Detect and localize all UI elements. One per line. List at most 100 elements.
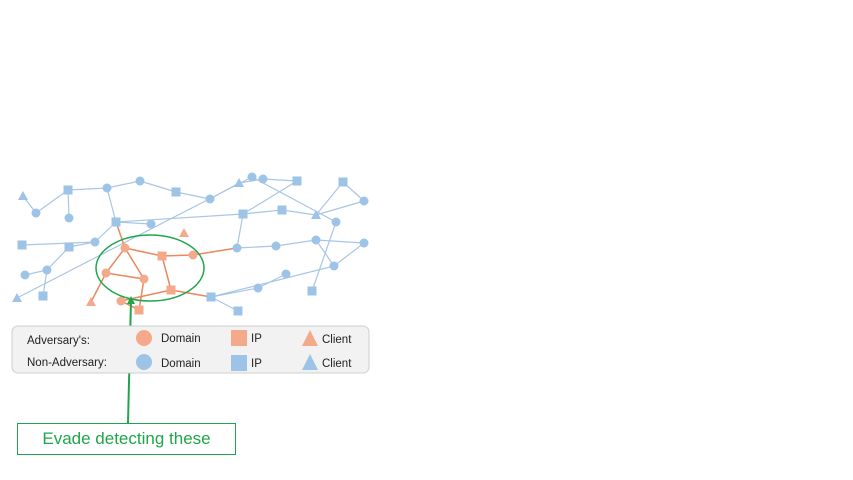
evade-callout-box: Evade detecting these xyxy=(17,423,236,455)
normal-ip-node xyxy=(38,291,48,301)
normal-edge xyxy=(251,176,337,223)
normal-edge xyxy=(262,178,298,182)
legend-normal-ip-label: IP xyxy=(251,358,262,370)
normal-domain-node xyxy=(232,243,242,253)
normal-client-node xyxy=(311,210,321,219)
legend-non-adversary-label: Non-Adversary: xyxy=(27,357,107,369)
normal-edge xyxy=(281,209,317,216)
normal-edge xyxy=(315,181,344,216)
normal-edge xyxy=(115,221,152,225)
adversary-edge xyxy=(170,289,212,298)
normal-domain-node xyxy=(42,265,52,275)
normal-ip-node xyxy=(17,240,27,250)
adversary-edge xyxy=(161,255,172,291)
normal-ip-node xyxy=(292,176,302,186)
legend-normal-client-icon xyxy=(302,354,318,370)
adversary-ip-node xyxy=(166,285,176,295)
normal-domain-node xyxy=(329,261,339,271)
adversary-client-node xyxy=(86,297,96,306)
adversary-edge xyxy=(138,278,145,311)
normal-edge xyxy=(67,187,108,191)
normal-edge xyxy=(16,176,253,299)
legend-adversary-client-label: Client xyxy=(322,334,352,346)
adversary-domain-node xyxy=(101,268,111,278)
normal-edge xyxy=(257,273,287,289)
normal-domain-node xyxy=(31,208,41,218)
normal-domain-node xyxy=(311,235,321,245)
adversary-ip-node xyxy=(134,305,144,315)
normal-ip-node xyxy=(206,292,216,302)
adversary-edge xyxy=(105,247,126,274)
legend-normal-ip-icon xyxy=(231,355,247,371)
normal-domain-node xyxy=(146,219,156,229)
graph-nodes xyxy=(12,172,369,316)
legend-adversary-domain-label: Domain xyxy=(161,333,201,345)
normal-domain-node xyxy=(359,238,369,248)
adversary-edge xyxy=(124,247,145,280)
normal-domain-node xyxy=(247,172,257,182)
normal-edge xyxy=(210,287,259,298)
normal-ip-node xyxy=(171,187,181,197)
adversary-edge xyxy=(192,247,238,256)
normal-ip-node xyxy=(338,177,348,187)
adversary-ip-node xyxy=(157,251,167,261)
normal-edge xyxy=(242,209,283,215)
normal-edge xyxy=(175,191,211,200)
normal-domain-node xyxy=(271,241,281,251)
legend-normal-domain-icon xyxy=(136,354,152,370)
normal-domain-node xyxy=(20,270,30,280)
normal-edge xyxy=(315,239,365,244)
normal-edge xyxy=(236,245,277,249)
normal-client-node xyxy=(234,178,244,187)
normal-edge xyxy=(35,189,69,214)
adversary-edge xyxy=(90,272,107,303)
normal-ip-node xyxy=(277,205,287,215)
adversary-edge xyxy=(105,272,145,280)
normal-domain-node xyxy=(281,269,291,279)
legend-adversary-label: Adversary's: xyxy=(27,335,90,347)
normal-edge xyxy=(21,241,96,246)
normal-edge xyxy=(275,239,317,247)
legend: Adversary's: Non-Adversary: Domain IP Cl… xyxy=(11,325,370,374)
normal-domain-node xyxy=(135,176,145,186)
normal-edge xyxy=(315,200,365,216)
normal-edge xyxy=(315,239,335,267)
normal-edge xyxy=(67,189,70,219)
adversary-domain-node xyxy=(116,296,126,306)
normal-client-node xyxy=(18,191,28,200)
normal-client-node xyxy=(12,293,22,302)
normal-domain-node xyxy=(253,283,263,293)
adversary-client-node xyxy=(179,228,189,237)
normal-edge xyxy=(106,187,117,223)
adversary-highlight-ellipse xyxy=(95,234,205,302)
legend-adversary-client-icon xyxy=(302,330,318,346)
adversary-domain-node xyxy=(188,250,198,260)
normal-ip-node xyxy=(64,242,74,252)
adversary-domain-node xyxy=(139,274,149,284)
normal-edge xyxy=(333,242,365,267)
normal-edge xyxy=(139,180,177,193)
legend-box xyxy=(11,325,370,374)
normal-domain-node xyxy=(90,237,100,247)
callout-arrowhead xyxy=(127,296,135,304)
adversary-edge xyxy=(161,254,194,257)
legend-normal-domain-label: Domain xyxy=(161,358,201,370)
normal-domain-node xyxy=(64,213,74,223)
graph-edges xyxy=(16,176,365,312)
normal-domain-node xyxy=(331,217,341,227)
adversary-domain-node xyxy=(120,243,130,253)
normal-edge xyxy=(210,265,335,298)
normal-ip-node xyxy=(307,286,317,296)
legend-adversary-ip-icon xyxy=(231,330,247,346)
normal-domain-node xyxy=(359,196,369,206)
normal-ip-node xyxy=(233,306,243,316)
normal-domain-node xyxy=(205,194,215,204)
legend-normal-client-label: Client xyxy=(322,358,352,370)
normal-ip-node xyxy=(111,217,121,227)
normal-edge xyxy=(236,213,244,249)
evade-callout-text: Evade detecting these xyxy=(42,429,211,448)
normal-edge xyxy=(242,180,298,215)
normal-edge xyxy=(115,213,244,223)
normal-edge xyxy=(106,180,141,189)
